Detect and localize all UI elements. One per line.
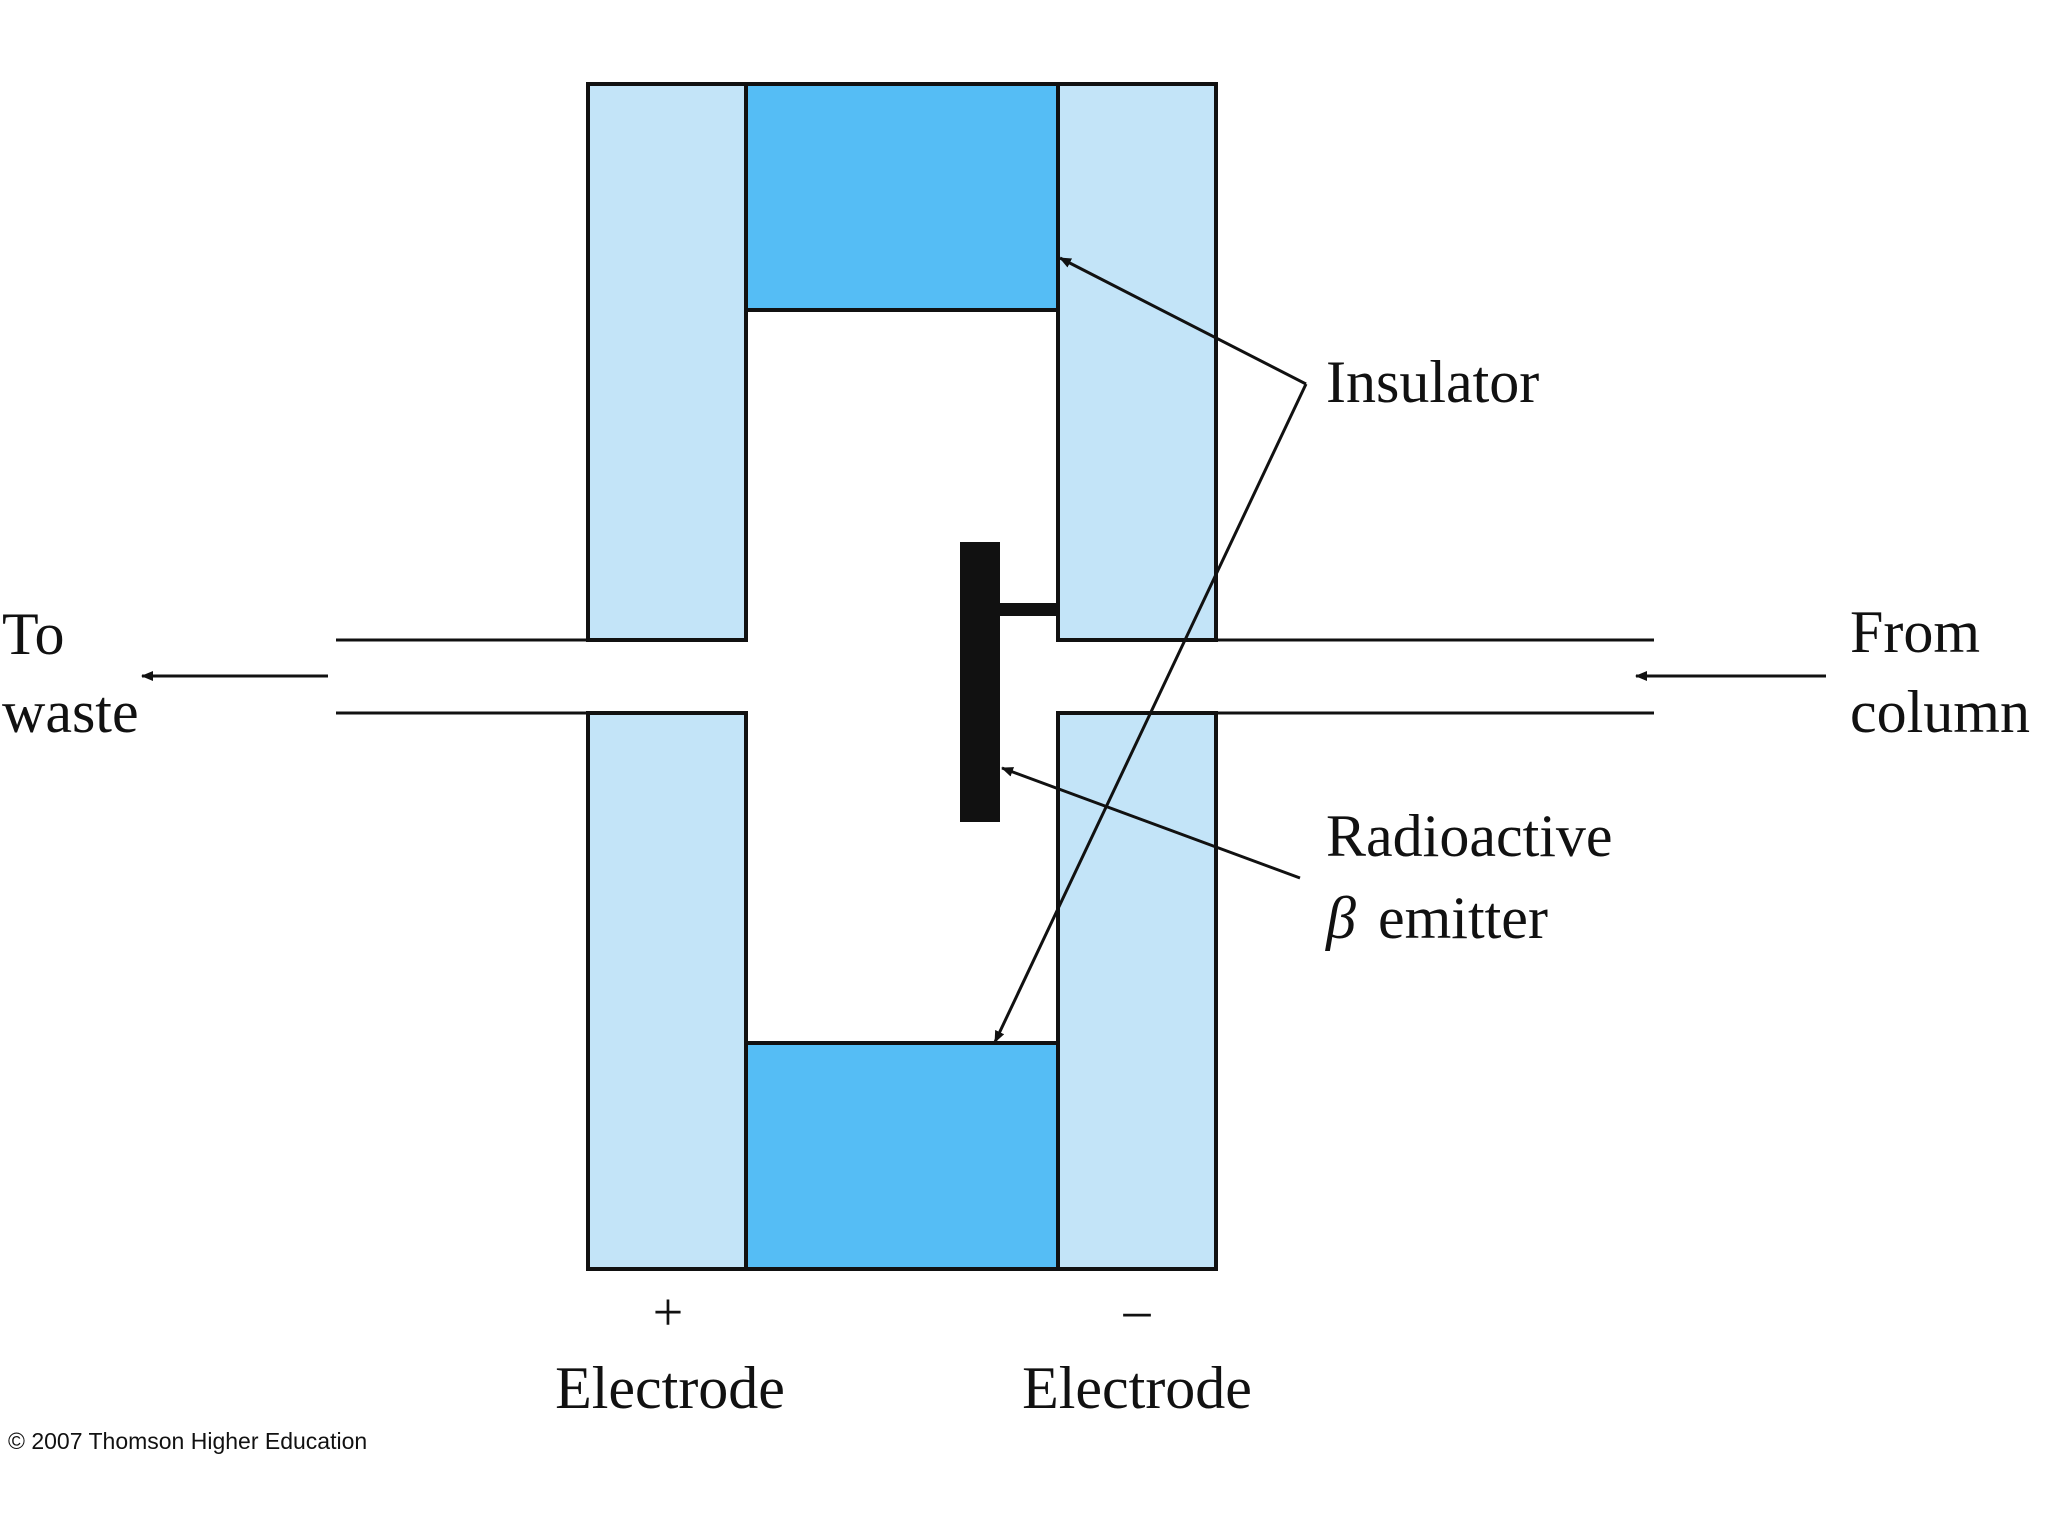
positive-sign: + bbox=[653, 1282, 683, 1342]
negative-electrode-upper bbox=[1056, 82, 1218, 642]
positive-electrode-upper bbox=[586, 82, 748, 642]
positive-electrode-lower bbox=[586, 711, 748, 1271]
negative-electrode-lower bbox=[1056, 711, 1218, 1271]
radioactive-label: Radioactive bbox=[1326, 803, 1613, 869]
negative-sign: – bbox=[1123, 1280, 1152, 1340]
insulator-pointer-bottom bbox=[993, 383, 1308, 1043]
beta-emitter-plate bbox=[960, 542, 1000, 822]
insulator-top bbox=[744, 82, 1060, 312]
beta-symbol: β bbox=[1325, 885, 1356, 951]
emitter-label: emitter bbox=[1378, 885, 1548, 951]
from-column-label-line2: column bbox=[1850, 679, 2030, 745]
to-waste-label-line1: To bbox=[2, 601, 64, 667]
beta-emitter-mount bbox=[1000, 603, 1058, 616]
emitter-pointer bbox=[1001, 766, 1301, 880]
insulator-bottom bbox=[744, 1041, 1060, 1271]
positive-electrode-label: Electrode bbox=[555, 1355, 785, 1421]
negative-electrode-label: Electrode bbox=[1022, 1355, 1252, 1421]
from-column-label-line1: From bbox=[1850, 599, 1980, 665]
insulator-label: Insulator bbox=[1326, 349, 1539, 415]
insulator-pointer-top bbox=[1059, 256, 1307, 386]
copyright-notice: © 2007 Thomson Higher Education bbox=[8, 1428, 367, 1454]
to-waste-label-line2: waste bbox=[2, 679, 139, 745]
